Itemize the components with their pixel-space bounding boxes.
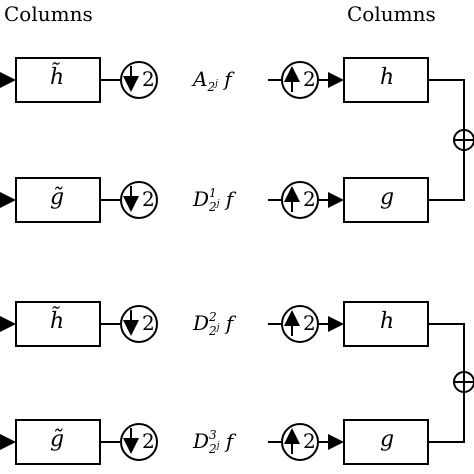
signal-label: A 2j f [193,68,232,93]
synthesis-filter-label: g [380,185,395,210]
downsample-circle [120,423,158,461]
downsample-factor: 2 [142,311,155,335]
signal-superscript: 3 [209,428,217,442]
signal-symbol: D [193,187,210,211]
analysis-filter-label: h̃ [50,309,65,334]
signal-subscript-exponent: j [216,441,220,451]
downsample-factor: 2 [142,429,155,453]
signal-symbol: A [193,67,208,91]
summing-connector-bottom [428,392,465,443]
signal-subscript: 2 [209,324,217,338]
summing-connector-top [428,79,465,130]
synthesis-filter-label: h [380,65,395,90]
signal-symbol: D [193,429,210,453]
downsample-factor: 2 [142,187,155,211]
header-left: Columns [4,2,93,26]
upsample-factor: 2 [303,67,316,91]
analysis-filter-label: g̃ [50,185,65,210]
signal-symbol: D [193,311,210,335]
signal-superscript: 2 [209,310,217,324]
adder-circle [453,129,474,151]
adder-circle [453,371,474,393]
signal-superscript [207,68,217,79]
summing-connector-top [428,323,465,372]
signal-superscript: 1 [209,186,217,200]
signal-subscript: 2 [209,442,217,456]
summing-connector-bottom [428,150,465,201]
downsample-circle [120,305,158,343]
downsample-circle [120,181,158,219]
upsample-factor: 2 [303,311,316,335]
analysis-filter-label: h̃ [50,65,65,90]
downsample-factor: 2 [142,67,155,91]
signal-function: f [217,67,232,91]
signal-subscript: 2 [207,80,216,94]
upsample-factor: 2 [303,429,316,453]
signal-subscript-exponent: j [215,79,218,89]
signal-function: f [219,187,234,211]
signal-subscript: 2 [209,200,217,214]
analysis-filter-label: g̃ [50,427,65,452]
signal-subscript-exponent: j [216,199,220,209]
signal-subscript-exponent: j [216,323,220,333]
upsample-factor: 2 [303,187,316,211]
signal-function: f [219,429,234,453]
header-right: Columns [347,2,436,26]
signal-function: f [219,311,234,335]
synthesis-filter-label: h [380,309,395,334]
downsample-circle [120,61,158,99]
synthesis-filter-label: g [380,427,395,452]
